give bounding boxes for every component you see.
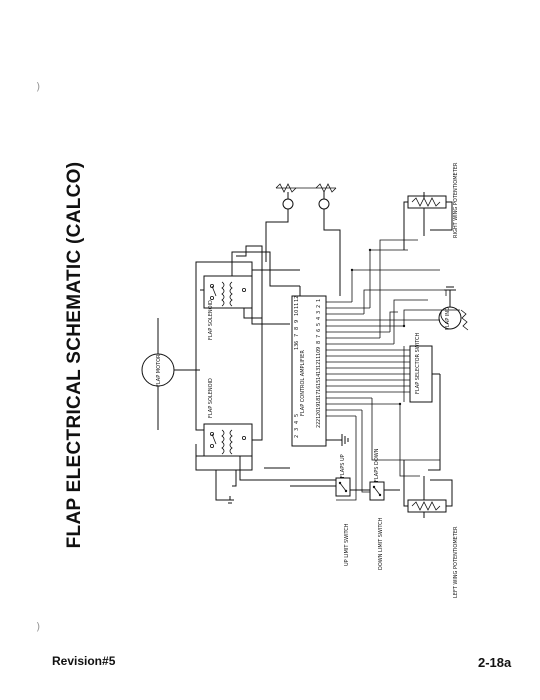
right-wing-potentiometer-label: RIGHT WING POTENTIOMETER	[453, 162, 459, 238]
amplifier-left-pin-numbers: 2 3 4 5 6 7 8 9 10 11 12 13	[294, 296, 300, 438]
right-wing-potentiometer: RIGHT WING POTENTIOMETER	[403, 162, 459, 250]
amp-left-pin: 10	[294, 310, 300, 316]
left-wing-potentiometer-label: LEFT WING POTENTIOMETER	[453, 526, 459, 598]
flap-ind-label: FLAP IND	[445, 307, 451, 330]
scan-edge-mark-top: )	[36, 80, 41, 93]
amp-right-pin: 16	[316, 386, 322, 392]
amp-right-pin: 3	[316, 311, 322, 314]
amp-right-pin: 14	[316, 374, 322, 380]
amp-left-pin: 6	[294, 341, 300, 344]
flap-solenoid-top-label: FLAP SOLENOID	[208, 300, 214, 340]
amp-right-pin: 15	[316, 380, 322, 386]
flap-control-amplifier: FLAP CONTROL AMPLIFIER 2 3 4 5 6 7 8 9 1…	[291, 295, 349, 447]
top-breakers	[265, 183, 341, 296]
amp-left-pin: 3	[294, 428, 300, 431]
amp-right-pin: 12	[316, 362, 322, 368]
revision-label: Revision#5	[52, 654, 116, 668]
flap-selector-switch-label: FLAP SELECTOR SWITCH	[415, 333, 421, 394]
amp-left-pin: 7	[294, 334, 300, 337]
amplifier-bus-lines	[326, 239, 460, 501]
amp-right-pin: 22	[316, 422, 322, 428]
amp-right-pin: 6	[316, 329, 322, 332]
amp-right-pin: 4	[316, 317, 322, 320]
amp-right-pin: 7	[316, 335, 322, 338]
flap-motor-label: FLAP MOTOR	[156, 354, 162, 387]
down-limit-switch: FLAPS DOWN DOWN LIMIT SWITCH	[350, 448, 400, 570]
amp-right-pin: 9	[316, 347, 322, 350]
flap-solenoid-bottom-label: FLAP SOLENOID	[208, 378, 214, 418]
flap-motor: FLAP MOTOR	[141, 318, 200, 430]
solenoid-wiring	[195, 245, 322, 504]
amp-right-pin: 18	[316, 398, 322, 404]
amp-left-pin: 11	[294, 303, 300, 309]
amp-right-pin: 8	[316, 341, 322, 344]
amp-right-pin: 11	[316, 356, 322, 362]
amp-right-pin: 20	[316, 410, 322, 416]
amp-left-pin: 12	[294, 296, 300, 302]
page-number: 2-18a	[478, 655, 512, 670]
flap-solenoid-top: FLAP SOLENOID	[203, 275, 253, 340]
amp-right-pin: 1	[316, 299, 322, 302]
flap-solenoid-bottom: FLAP SOLENOID	[203, 378, 253, 457]
amp-right-pin: 10	[316, 350, 322, 356]
amp-right-pin: 13	[316, 368, 322, 374]
up-limit-switch-label: UP LIMIT SWITCH	[344, 523, 350, 566]
amp-left-pin: 8	[294, 327, 300, 330]
flaps-up-label: FLAPS UP	[340, 454, 346, 478]
flap-control-amplifier-label: FLAP CONTROL AMPLIFIER	[300, 350, 306, 416]
amp-right-pin: 19	[316, 404, 322, 410]
amplifier-right-pin-numbers: 1 2 3 4 5 6 7 8 9 10 11 12 13 14 15 16 1…	[316, 299, 322, 428]
amp-right-pin: 5	[316, 323, 322, 326]
flap-selector-switch: FLAP SELECTOR SWITCH	[403, 333, 441, 471]
down-limit-switch-label: DOWN LIMIT SWITCH	[378, 517, 384, 570]
scan-edge-mark-bottom: )	[36, 620, 41, 633]
amp-left-pin: 13	[294, 344, 300, 350]
amp-right-pin: 21	[316, 416, 322, 422]
amp-left-pin: 9	[294, 320, 300, 323]
amp-left-pin: 2	[294, 435, 300, 438]
up-limit-switch: FLAPS UP UP LIMIT SWITCH	[290, 454, 351, 566]
amp-right-pin: 17	[316, 392, 322, 398]
flap-indicator: FLAP IND	[438, 286, 469, 331]
flaps-down-label: FLAPS DOWN	[374, 448, 380, 482]
amp-left-pin: 5	[294, 414, 300, 417]
left-wing-potentiometer: LEFT WING POTENTIOMETER	[403, 460, 459, 598]
amp-left-pin: 4	[294, 421, 300, 424]
amp-right-pin: 2	[316, 305, 322, 308]
